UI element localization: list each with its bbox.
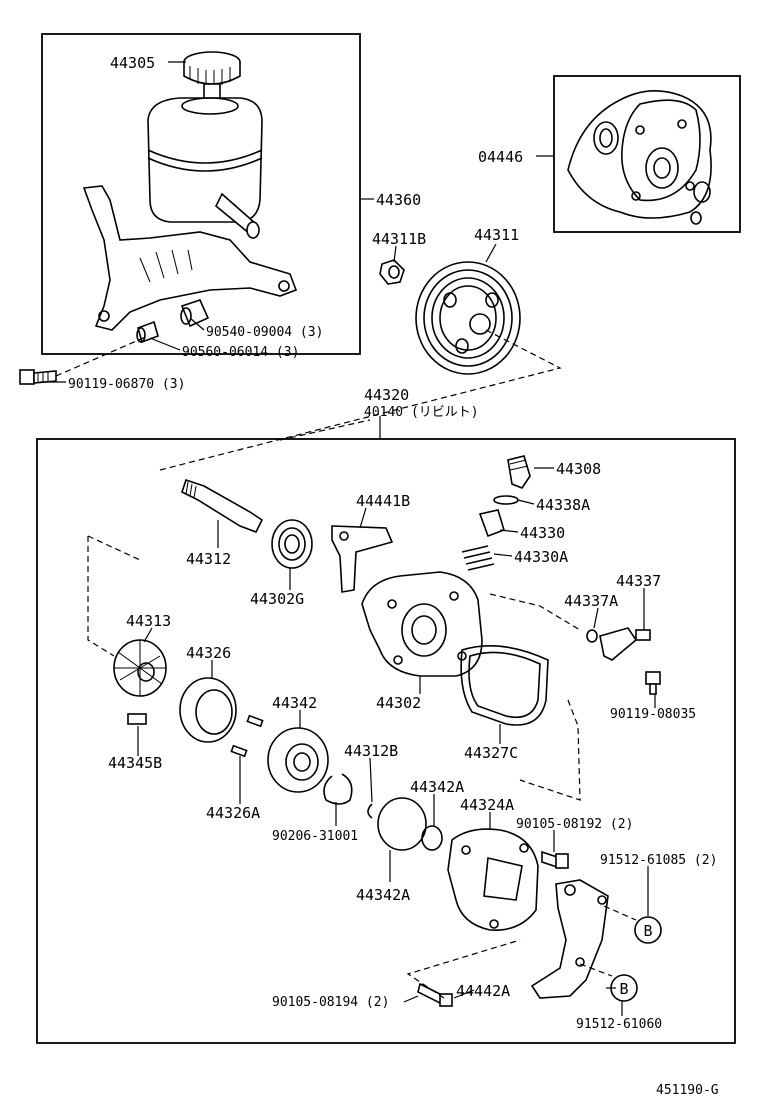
part-label: 44305 <box>110 54 155 72</box>
part-label: 44442A <box>456 982 510 1000</box>
part-label: 44312 <box>186 550 231 568</box>
part-label: 44342A <box>410 778 464 796</box>
svg-text:B: B <box>619 980 628 998</box>
bracket-44442A-drawing <box>530 879 609 999</box>
part-label: 91512-61060 <box>576 1017 662 1032</box>
rotor-44313-drawing <box>113 639 167 697</box>
part-label: 44311 <box>474 226 519 244</box>
part-label: 44324A <box>460 796 514 814</box>
part-label: 90105-08194 (2) <box>272 995 389 1010</box>
rear-housing-44324A-drawing <box>447 828 539 931</box>
bolt-90105-08194-drawing <box>417 982 453 1007</box>
collar-drawing <box>136 320 159 344</box>
part-label: 44338A <box>536 496 590 514</box>
part-label: 44326A <box>206 804 260 822</box>
part-label: 44308 <box>556 460 601 478</box>
part-label: 90206-31001 <box>272 829 358 844</box>
part-label: 44326 <box>186 644 231 662</box>
reference-marker-b-1: B <box>634 916 662 944</box>
reservoir-group-frame <box>41 33 361 355</box>
pulley-drawing <box>415 261 521 375</box>
pulley-nut-drawing <box>379 259 405 285</box>
reservoir-bracket-drawing <box>82 185 298 331</box>
snap-ring-90206-drawing <box>323 773 353 805</box>
clip-44312B-drawing <box>367 803 373 819</box>
part-label: 44345B <box>108 754 162 772</box>
bracket-44441B-drawing <box>331 525 394 593</box>
part-label: 44311B <box>372 230 426 248</box>
part-label: 44302G <box>250 590 304 608</box>
part-label: 44330A <box>514 548 568 566</box>
part-label: 44312B <box>344 742 398 760</box>
pins-44326A-drawing <box>230 714 264 758</box>
part-label: 44330 <box>520 524 565 542</box>
bolt-90105-08192-drawing <box>541 850 569 870</box>
part-label: 40140 (リビルト) <box>364 405 479 420</box>
bolt-90119-08035-drawing <box>645 671 661 695</box>
bolt-drawing-90119 <box>19 369 57 385</box>
part-label: 04446 <box>478 148 523 166</box>
seal-kit-drawing <box>567 90 712 225</box>
part-label: 90119-06870 (3) <box>68 377 185 392</box>
pump-assembly-frame <box>36 438 736 1044</box>
part-label: 90119-08035 <box>610 707 696 722</box>
gasket-44327C-drawing <box>460 645 549 726</box>
part-label: 90540-09004 (3) <box>206 325 323 340</box>
svg-text:B: B <box>643 922 652 940</box>
part-label: 91512-61085 (2) <box>600 853 717 868</box>
part-label: 44360 <box>376 191 421 209</box>
bearing-drawing <box>271 519 313 569</box>
part-label: 44342 <box>272 694 317 712</box>
sensor-44337-drawing <box>586 627 651 661</box>
part-label: 90560-06014 (3) <box>182 345 299 360</box>
reference-marker-b-2: B <box>610 974 638 1002</box>
pump-housing-drawing <box>361 571 483 677</box>
part-label: 90105-08192 (2) <box>516 817 633 832</box>
reservoir-tank-drawing <box>147 97 263 239</box>
part-label: 44337 <box>616 572 661 590</box>
shaft-drawing <box>181 478 264 534</box>
part-label: 44337A <box>564 592 618 610</box>
part-label: 44327C <box>464 744 518 762</box>
figure-code: 451190-G <box>656 1083 719 1098</box>
reservoir-cap-drawing <box>183 51 241 111</box>
plate-44342-drawing <box>267 727 329 793</box>
cam-ring-44326-drawing <box>179 677 237 743</box>
part-label: 44441B <box>356 492 410 510</box>
part-label: 44313 <box>126 612 171 630</box>
o-rings-44342A-drawing <box>377 797 443 851</box>
seal-kit-frame <box>553 75 741 233</box>
part-label: 44342A <box>356 886 410 904</box>
grommet-drawing <box>180 299 210 328</box>
vane-44345B-drawing <box>127 713 147 725</box>
part-label: 44320 <box>364 386 409 404</box>
part-label: 44302 <box>376 694 421 712</box>
